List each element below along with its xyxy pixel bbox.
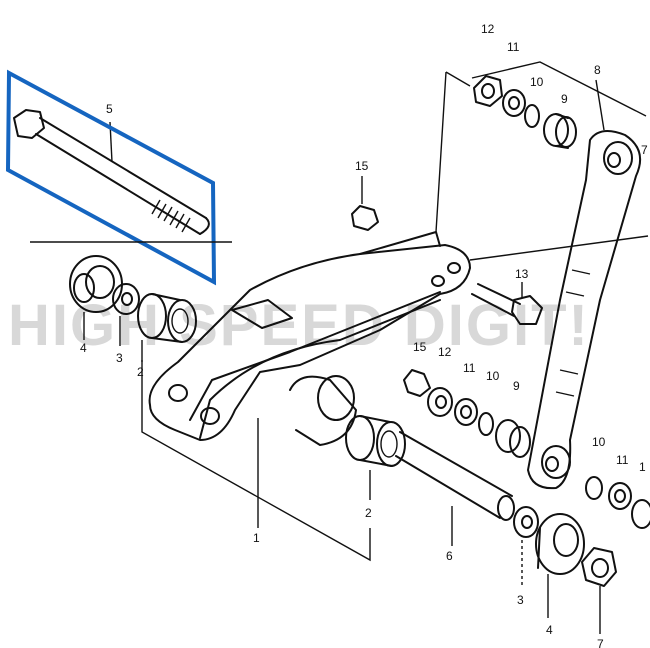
callout-4-bottom: 4 bbox=[546, 623, 553, 637]
callout-10-right: 10 bbox=[592, 435, 606, 449]
callout-3-bottom: 3 bbox=[517, 593, 524, 607]
ring-10-top bbox=[524, 104, 540, 128]
callout-2-left: 2 bbox=[137, 365, 144, 379]
nut-12-mid bbox=[427, 387, 453, 417]
callout-9-mid: 9 bbox=[513, 379, 520, 393]
callout-12-right: 1 bbox=[639, 460, 646, 474]
callout-9-top: 9 bbox=[561, 92, 568, 106]
sleeve-6 bbox=[395, 431, 515, 521]
callout-10-mid: 10 bbox=[486, 369, 500, 383]
nut-12-top bbox=[473, 75, 503, 107]
callout-11-mid: 11 bbox=[463, 361, 476, 375]
ring-10-mid bbox=[478, 412, 494, 436]
callout-3-left: 3 bbox=[116, 351, 123, 365]
dust-seal-4-bottom bbox=[535, 513, 585, 575]
bolt-5 bbox=[13, 109, 210, 235]
callout-labels: 12 11 10 9 8 7 5 15 13 4 3 2 15 12 11 10… bbox=[80, 22, 648, 648]
callout-7-bottom: 7 bbox=[597, 637, 604, 648]
callout-8: 8 bbox=[594, 63, 601, 77]
washer-11-top bbox=[502, 89, 526, 117]
callout-11-right: 11 bbox=[616, 453, 629, 467]
callout-5: 5 bbox=[106, 102, 113, 116]
callout-1: 1 bbox=[253, 531, 260, 545]
leader-lines bbox=[83, 312, 601, 634]
callout-11-top: 11 bbox=[507, 40, 520, 54]
bushing-9-mid bbox=[495, 419, 531, 458]
callout-7-top: 7 bbox=[641, 143, 648, 157]
nut-12-right bbox=[631, 499, 650, 529]
bearing-2-left bbox=[137, 293, 197, 343]
ring-10-right bbox=[585, 476, 603, 500]
top-bracket-lines bbox=[435, 61, 647, 233]
washer-3-bottom bbox=[513, 506, 539, 538]
washer-11-mid bbox=[454, 398, 478, 426]
nut-15-mid bbox=[403, 369, 431, 397]
bushing-9-top bbox=[543, 113, 577, 149]
washer-3-left bbox=[112, 283, 140, 315]
washer-11-right bbox=[608, 482, 632, 510]
nut-7-bottom bbox=[581, 547, 617, 587]
callout-4-left: 4 bbox=[80, 341, 87, 355]
callout-6: 6 bbox=[446, 549, 453, 563]
callout-12-mid: 12 bbox=[438, 345, 452, 359]
callout-15-mid: 15 bbox=[413, 340, 427, 354]
callout-12-top: 12 bbox=[481, 22, 495, 36]
bolt-13 bbox=[471, 282, 543, 325]
callout-10-top: 10 bbox=[530, 75, 544, 89]
tie-rod-8 bbox=[527, 79, 642, 490]
nut-15-top bbox=[351, 176, 379, 231]
bearing-2-center bbox=[345, 415, 406, 467]
callout-15-top: 15 bbox=[355, 159, 369, 173]
callout-13: 13 bbox=[515, 267, 529, 281]
selection-highlight bbox=[5, 69, 217, 286]
callout-2-center: 2 bbox=[365, 506, 372, 520]
